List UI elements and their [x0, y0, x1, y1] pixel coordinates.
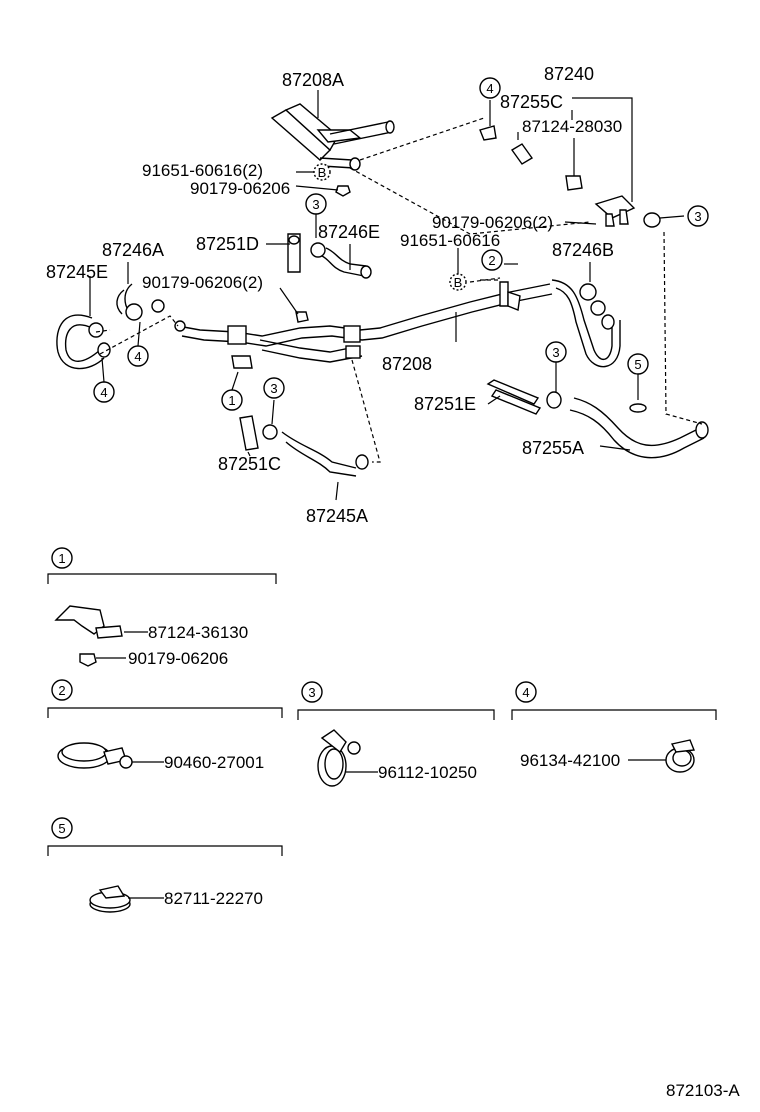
marker-3-valve: 3	[687, 205, 709, 227]
marker-2: 2	[481, 249, 503, 271]
detail-4: 4 96134-42100	[511, 681, 717, 773]
svg-text:3: 3	[270, 381, 277, 396]
svg-text:4: 4	[100, 385, 107, 400]
detail-5-part-82711-22270: 82711-22270	[164, 889, 263, 908]
svg-text:1: 1	[58, 551, 65, 566]
detail-2: 2 90460-27001	[47, 679, 283, 772]
leader-lines	[89, 90, 685, 501]
label-87245E: 87245E	[46, 262, 108, 282]
marker-b-top: B	[313, 163, 331, 181]
grommet-5	[629, 403, 647, 413]
label-87246A: 87246A	[102, 240, 164, 260]
label-87208A: 87208A	[282, 70, 344, 90]
detail-5: 5 82711-22270	[47, 817, 283, 913]
hose-87246E	[310, 242, 372, 279]
svg-text:3: 3	[308, 685, 315, 700]
grommet-87124-28030	[565, 175, 583, 191]
svg-text:3: 3	[312, 197, 319, 212]
svg-text:4: 4	[486, 81, 493, 96]
svg-text:2: 2	[58, 683, 65, 698]
svg-text:1: 1	[228, 393, 235, 408]
svg-text:5: 5	[58, 821, 65, 836]
svg-text:B: B	[318, 165, 327, 180]
hose-87255A	[569, 397, 709, 459]
nut-90179-left	[295, 311, 309, 323]
joint-87251C	[239, 415, 278, 451]
valve-87240	[594, 195, 636, 227]
bracket-87208A	[270, 103, 395, 171]
label-87255C: 87255C	[500, 92, 563, 112]
label-87240: 87240	[544, 64, 594, 84]
joint-87251D	[287, 233, 301, 273]
label-87246E: 87246E	[318, 222, 380, 242]
diagram-code: 872103-A	[666, 1081, 740, 1100]
clamp-valve	[643, 212, 661, 228]
detail-1: 1 87124-36130 90179-06206	[47, 547, 277, 668]
marker-5: 5	[627, 353, 649, 375]
detail-1-part-87124-36130: 87124-36130	[148, 623, 248, 642]
joint-87251E	[486, 379, 562, 415]
pipe-87208	[177, 281, 553, 363]
clip-under-pipe	[231, 355, 253, 369]
svg-text:4: 4	[134, 349, 141, 364]
nut-90179-top	[335, 185, 351, 197]
marker-1: 1	[221, 389, 243, 411]
label-87245A: 87245A	[306, 506, 368, 526]
hose-87246A	[116, 283, 186, 332]
marker-4-bottom-left: 4	[93, 381, 115, 403]
dashed-references	[95, 117, 703, 463]
marker-3-87251C: 3	[263, 377, 285, 399]
detail-3-part-96112-10250: 96112-10250	[378, 763, 477, 782]
detail-3: 3 96112-10250	[297, 681, 495, 787]
svg-text:3: 3	[552, 345, 559, 360]
label-87251C: 87251C	[218, 454, 281, 474]
detail-4-part-96134-42100: 96134-42100	[520, 751, 620, 770]
label-87251E: 87251E	[414, 394, 476, 414]
label-87246B: 87246B	[552, 240, 614, 260]
label-87124-28030: 87124-28030	[522, 117, 622, 136]
marker-3-87251E: 3	[545, 341, 567, 363]
label-87255A: 87255A	[522, 438, 584, 458]
marker-4-top: 4	[479, 77, 501, 99]
clamp-87255C	[479, 125, 497, 141]
label-91651-60616: 91651-60616	[400, 231, 500, 250]
marker-b-right: B	[449, 273, 467, 291]
svg-text:2: 2	[488, 253, 495, 268]
hose-87246B	[551, 279, 621, 368]
detail-1-part-90179-06206: 90179-06206	[128, 649, 228, 668]
hose-87245A	[281, 431, 369, 477]
label-87208: 87208	[382, 354, 432, 374]
label-87251D: 87251D	[196, 234, 259, 254]
svg-text:B: B	[454, 275, 463, 290]
svg-text:4: 4	[522, 685, 529, 700]
label-91651-60616-2: 91651-60616(2)	[142, 161, 263, 180]
label-90179-06206-2-left: 90179-06206(2)	[142, 273, 263, 292]
marker-3-87246E: 3	[305, 193, 327, 215]
label-90179-06206-2-right: 90179-06206(2)	[432, 213, 553, 232]
marker-4-left: 4	[127, 345, 149, 367]
detail-2-part-90460-27001: 90460-27001	[164, 753, 264, 772]
svg-text:3: 3	[694, 209, 701, 224]
svg-text:5: 5	[634, 357, 641, 372]
hose-87255C	[510, 143, 534, 165]
label-90179-06206-top: 90179-06206	[190, 179, 290, 198]
